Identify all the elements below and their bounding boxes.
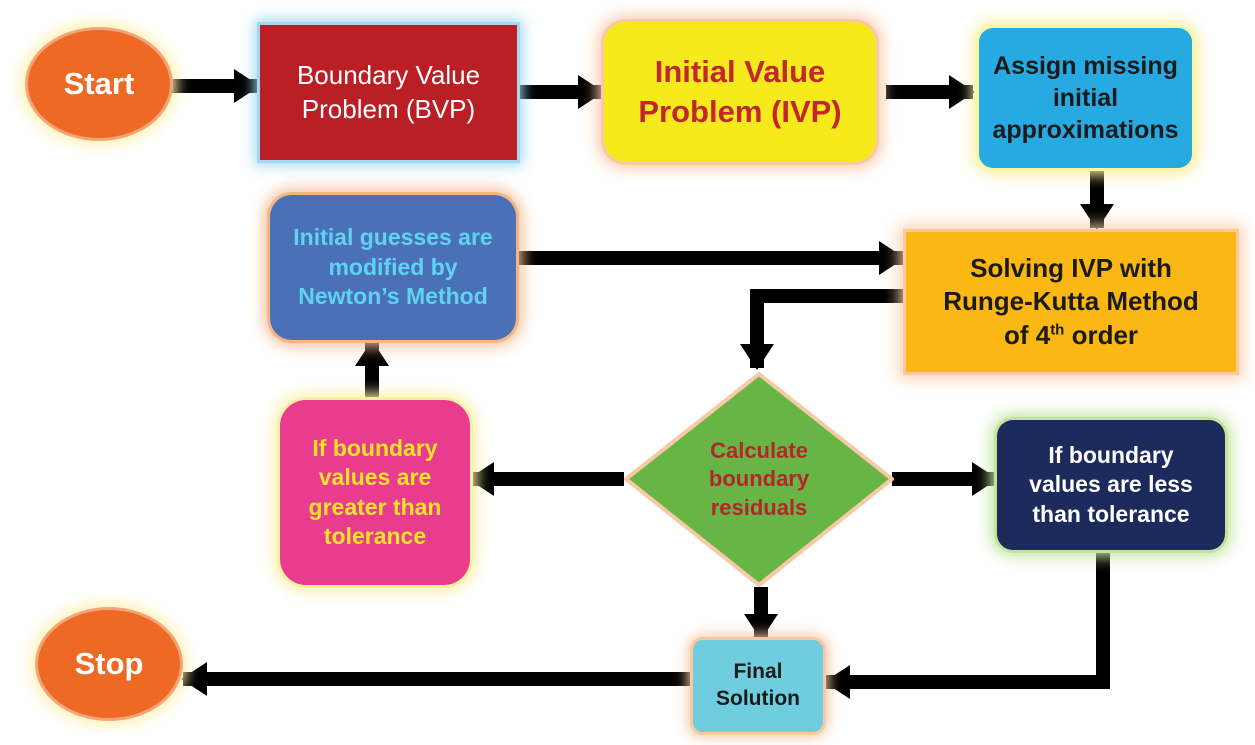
arrow-solving-to-residuals: [740, 289, 906, 370]
newton-label-line-1: Initial guesses are: [293, 224, 493, 251]
solving-label-line-3: of 4th order: [943, 319, 1199, 352]
greater-label-line-1: If boundary: [312, 434, 438, 461]
less-than-tolerance-node: If boundary values are less than toleran…: [997, 420, 1225, 550]
final-label-line-1: Final: [733, 660, 783, 684]
newton-label-line-2: modified by: [328, 253, 458, 280]
start-label: Start: [63, 66, 135, 102]
assign-label-line-1: Assign missing: [993, 52, 1178, 80]
greater-label-line-2: values are: [318, 464, 432, 491]
newton-label-line-3: Newton’s Method: [298, 283, 488, 310]
less-label-line-2: values are less: [1029, 471, 1193, 498]
stop-label: Stop: [74, 646, 144, 682]
less-label-line-1: If boundary: [1048, 441, 1174, 468]
bvp-label-line-2: Problem (BVP): [301, 93, 476, 124]
final-solution-node: Final Solution: [693, 640, 823, 732]
start-node: Start: [28, 30, 170, 138]
assign-approximations-node: Assign missing initial approximations: [979, 28, 1192, 168]
solving-label-line-3-post: order: [1064, 319, 1139, 350]
greater-label-line-4: tolerance: [323, 522, 427, 549]
bvp-node: Boundary Value Problem (BVP): [260, 25, 517, 160]
solving-label-superscript: th: [1050, 320, 1065, 338]
residuals-label-line-3: residuals: [710, 494, 808, 520]
bvp-label-line-1: Boundary Value: [296, 60, 481, 91]
less-label-line-3: than tolerance: [1032, 500, 1190, 527]
assign-label-line-2: initial: [1052, 84, 1119, 112]
solving-label-line-1: Solving IVP with: [970, 253, 1172, 284]
solving-label-line-3-pre: of 4: [1003, 319, 1051, 350]
ivp-node: Initial Value Problem (IVP): [604, 22, 876, 162]
residuals-decision-node: Calculate boundary residuals: [624, 372, 894, 587]
arrow-less-to-final: [824, 552, 1110, 699]
assign-label-line-3: approximations: [992, 116, 1179, 144]
residuals-label-line-1: Calculate: [710, 438, 808, 464]
greater-label-line-3: greater than: [308, 493, 442, 520]
greater-than-tolerance-node: If boundary values are greater than tole…: [280, 400, 470, 585]
ivp-label-line-2: Problem (IVP): [638, 94, 842, 129]
newton-method-node: Initial guesses are modified by Newton’s…: [270, 195, 516, 340]
residuals-label-line-2: boundary: [708, 466, 810, 492]
stop-node: Stop: [38, 610, 180, 718]
solving-label-line-2: Runge-Kutta Method: [943, 286, 1199, 317]
solving-ivp-node: Solving IVP with Runge-Kutta Method of 4…: [906, 232, 1236, 372]
final-label-line-2: Solution: [716, 687, 800, 710]
decision-diamond-shape: [624, 372, 894, 587]
ivp-label-line-1: Initial Value: [654, 54, 826, 90]
